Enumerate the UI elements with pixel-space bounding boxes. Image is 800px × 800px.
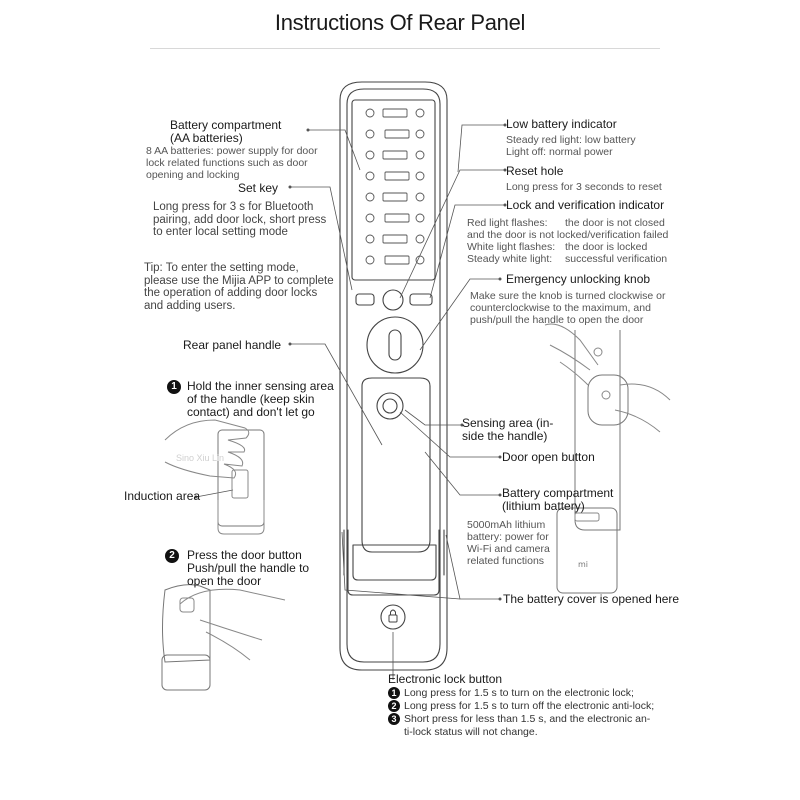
setting-mode-tip: Tip: To enter the setting mode, please u…	[144, 262, 334, 312]
aa-battery-compartment	[351, 99, 436, 281]
electronic-lock-button	[380, 604, 406, 630]
indicator-state-label: Steady white light:	[467, 253, 553, 265]
battery-lithium-heading: Battery compartment (lithium battery)	[502, 486, 614, 513]
watermark: Sino Xiu Lin	[176, 453, 225, 463]
step-1-number: 1	[167, 380, 181, 394]
lock-indicator-heading: Lock and verification indicator	[506, 198, 665, 212]
reset-hole-heading: Reset hole	[506, 164, 564, 178]
emergency-knob-heading: Emergency unlocking knob	[506, 272, 651, 286]
list-number: 3	[388, 713, 400, 725]
page-title: Instructions Of Rear Panel	[274, 10, 526, 35]
list-text: Long press for 1.5 s to turn on the elec…	[404, 687, 634, 699]
leader-emergency-knob	[419, 278, 500, 351]
induction-area-label: Induction area	[124, 489, 201, 503]
hand-hold-illustration	[164, 419, 265, 535]
hand-press-illustration	[161, 584, 286, 691]
leader-reset-hole	[399, 169, 505, 299]
indicator-state-label: and the door is not locked/verification …	[467, 229, 669, 241]
list-item: 3 Short press for less than 1.5 s, and t…	[388, 713, 688, 739]
leader-battery-cover-left	[341, 531, 461, 600]
set-key	[355, 293, 375, 306]
low-battery-heading: Low battery indicator	[506, 117, 617, 131]
indicator-state-value: successful verification	[565, 253, 668, 265]
set-key-description: Long press for 3 s for Bluetooth pairing…	[153, 201, 327, 238]
door-open-button	[376, 392, 404, 420]
battery-row	[365, 234, 425, 244]
list-number: 2	[388, 700, 400, 712]
knob-grip	[388, 329, 402, 361]
lock-body-inner-outline	[346, 88, 441, 663]
electronic-lock-list: 1 Long press for 1.5 s to turn on the el…	[388, 687, 688, 739]
battery-row	[365, 171, 425, 181]
battery-row	[365, 108, 425, 118]
indicator-state-value: the door is not closed	[565, 217, 665, 229]
list-number: 1	[388, 687, 400, 699]
leader-battery-aa	[308, 129, 361, 171]
leader-low-battery	[457, 124, 505, 173]
leader-rear-handle	[290, 343, 383, 446]
step-1: 1 Hold the inner sensing area of the han…	[167, 380, 347, 419]
rear-handle-label: Rear panel handle	[183, 338, 282, 352]
lock-icon	[388, 609, 398, 623]
title-divider	[150, 48, 660, 49]
rear-handle	[361, 377, 431, 553]
leader-door-button	[399, 411, 500, 458]
battery-row	[365, 255, 425, 265]
mi-logo: mi	[578, 560, 589, 569]
battery-row	[365, 192, 425, 202]
indicator-state-label: Red light flashes:	[467, 217, 548, 229]
emergency-knob	[366, 316, 424, 374]
status-indicator	[409, 293, 433, 306]
step-2: 2 Press the door button Push/pull the ha…	[165, 549, 345, 588]
lock-indicator-states: Red light flashes: the door is not closed…	[467, 217, 707, 265]
list-item: 1 Long press for 1.5 s to turn on the el…	[388, 687, 688, 700]
handle-bottom-plate	[352, 544, 437, 581]
battery-cover-label: The battery cover is opened here	[503, 592, 680, 606]
reset-hole	[382, 289, 404, 311]
battery-row	[365, 129, 425, 139]
lithium-battery-illustration	[556, 507, 618, 594]
step-2-text: Press the door button Push/pull the hand…	[187, 548, 310, 588]
list-text: Long press for 1.5 s to turn off the ele…	[404, 700, 655, 712]
leader-lock-indicator	[429, 204, 505, 299]
battery-row	[365, 213, 425, 223]
battery-aa-heading: Battery compartment (AA batteries)	[170, 118, 282, 145]
step-2-number: 2	[165, 549, 179, 563]
lock-body-outline	[339, 81, 448, 671]
leader-sensing-area	[404, 409, 462, 426]
set-key-heading: Set key	[238, 181, 279, 195]
electronic-lock-heading: Electronic lock button	[388, 672, 503, 686]
list-item: 2 Long press for 1.5 s to turn off the e…	[388, 700, 688, 713]
step-1-text: Hold the inner sensing area of the handl…	[187, 379, 334, 419]
reset-hole-description: Long press for 3 seconds to reset	[506, 181, 662, 193]
battery-row	[365, 150, 425, 160]
sensing-area-label: Sensing area (in- side the handle)	[462, 416, 554, 443]
leader-induction-area	[195, 489, 234, 498]
emergency-knob-description: Make sure the knob is turned clockwise o…	[470, 290, 666, 326]
list-text: Short press for less than 1.5 s, and the…	[404, 713, 651, 738]
aa-battery-rows	[365, 108, 425, 265]
indicator-state-label: White light flashes:	[467, 241, 556, 253]
battery-lithium-description: 5000mAh lithium battery: power for Wi-Fi…	[467, 519, 550, 567]
door-open-button-label: Door open button	[502, 450, 595, 464]
indicator-state-value: the door is locked	[565, 241, 648, 253]
leader-set-key	[290, 186, 353, 291]
battery-aa-description: 8 AA batteries: power supply for door lo…	[146, 145, 318, 181]
lower-panel-outline	[347, 529, 440, 596]
leader-battery-lithium	[424, 451, 500, 496]
low-battery-description: Steady red light: low battery Light off:…	[506, 134, 636, 158]
